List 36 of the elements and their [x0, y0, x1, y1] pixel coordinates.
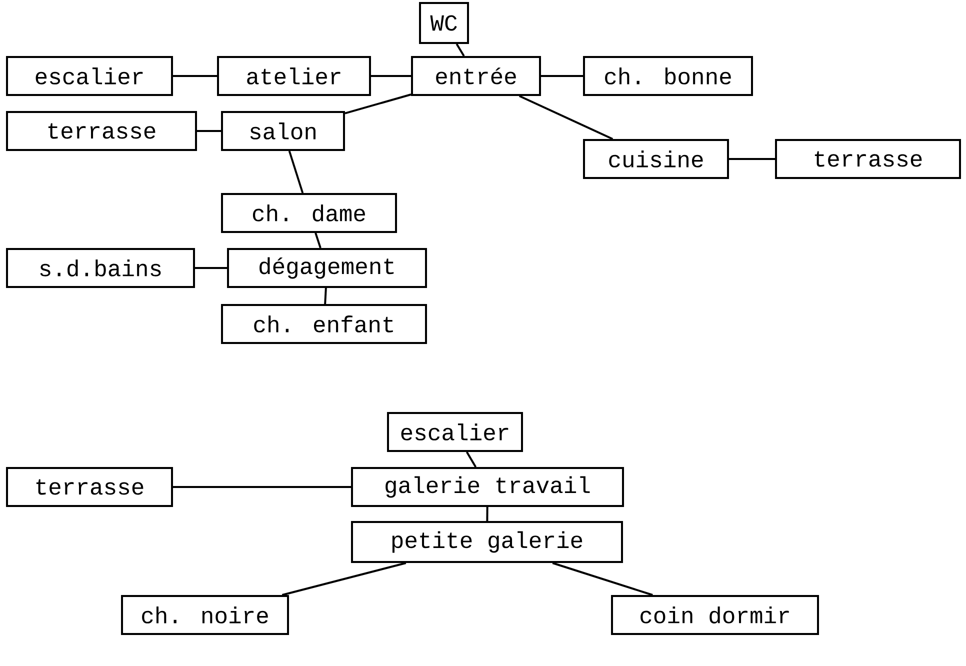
room-box: coin dormir — [611, 595, 819, 635]
connector-line — [729, 158, 775, 160]
connector-line — [486, 506, 488, 521]
room-box: ch. noire — [121, 595, 289, 635]
room-box: dégagement — [227, 248, 427, 288]
room-box: WC — [419, 2, 469, 44]
room-box: cuisine — [583, 139, 729, 179]
connector-line — [288, 150, 304, 194]
room-box: terrasse — [6, 111, 197, 151]
connector-line — [552, 562, 653, 596]
room-box: ch. enfant — [221, 304, 427, 344]
room-box: galerie travail — [351, 467, 624, 507]
connector-line — [344, 94, 412, 114]
connector-line — [518, 95, 614, 140]
connector-line — [282, 562, 406, 596]
connector-line — [371, 75, 411, 77]
connector-line — [324, 288, 327, 304]
room-box: terrasse — [775, 139, 961, 179]
connector-line — [541, 75, 583, 77]
connector-line — [173, 75, 217, 77]
connector-line — [456, 43, 465, 57]
room-box: ch. dame — [221, 193, 397, 233]
room-box: petite galerie — [351, 521, 623, 563]
room-box: entrée — [411, 56, 541, 96]
room-box: ch. bonne — [583, 56, 753, 96]
connector-line — [197, 130, 221, 132]
connector-line — [173, 486, 351, 488]
room-box: escalier — [387, 412, 523, 452]
connector-line — [466, 451, 477, 468]
room-box: escalier — [6, 56, 173, 96]
room-box: terrasse — [6, 467, 173, 507]
room-box: atelier — [217, 56, 371, 96]
connector-line — [195, 267, 227, 269]
room-box: salon — [221, 111, 345, 151]
room-box: s.d.bains — [6, 248, 195, 288]
connector-line — [314, 232, 322, 248]
